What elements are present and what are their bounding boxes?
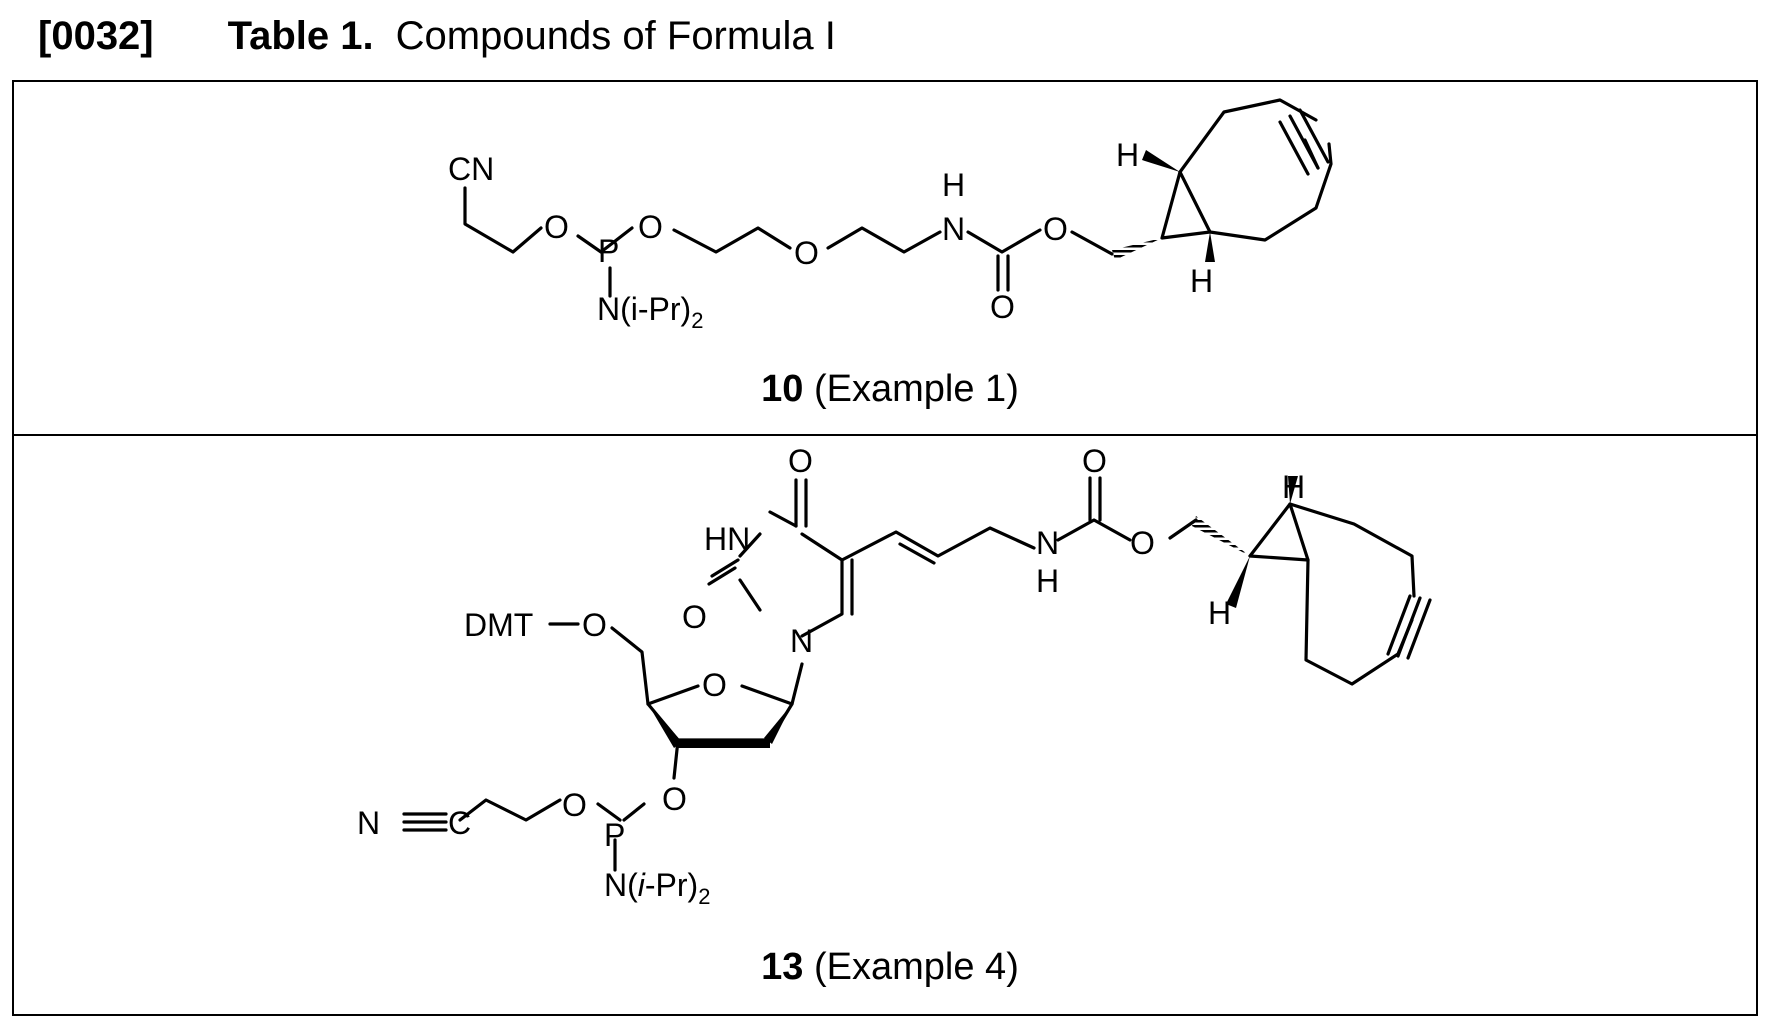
wedge-bond (1142, 150, 1180, 172)
wedge-bond (764, 704, 792, 744)
compound-reference: (Example 1) (814, 368, 1019, 410)
atom-o: O (638, 209, 663, 245)
atom-h: H (1116, 137, 1139, 173)
atom-o: O (544, 209, 569, 245)
compound-13-structure (404, 478, 1430, 870)
atom-o: O (702, 667, 727, 703)
atom-cn: CN (448, 151, 494, 187)
atom-o: O (788, 443, 813, 479)
amine-suffix: -Pr) (645, 867, 698, 903)
compound-10-labels: CN O P O N(i-Pr)2 O H N O O H H (448, 137, 1213, 333)
amine-prefix: N(i-Pr) (597, 291, 691, 327)
atom-o: O (794, 235, 819, 271)
atom-n: N (1036, 525, 1059, 561)
atom-nitrile-n: N (357, 805, 380, 841)
compound-number: 13 (761, 946, 803, 988)
atom-hn: HN (704, 521, 750, 557)
amine-subscript: 2 (691, 308, 703, 333)
atom-h: H (1282, 469, 1305, 505)
atom-o: O (1130, 525, 1155, 561)
compound-reference: (Example 4) (814, 946, 1019, 988)
atom-o: O (990, 289, 1015, 325)
atom-o: O (582, 607, 607, 643)
compound-13-caption: 13 (Example 4) (0, 946, 1780, 989)
atom-p: P (604, 817, 625, 853)
amine-group: N(i-Pr)2 (604, 867, 710, 909)
hashed-bond (1112, 238, 1162, 260)
atom-n: N (942, 211, 965, 247)
atom-h: H (1036, 563, 1059, 599)
atom-p: P (598, 233, 619, 269)
atom-h: H (1190, 263, 1213, 299)
atom-h: H (1208, 595, 1231, 631)
atom-o: O (682, 599, 707, 635)
amine-group: N(i-Pr)2 (597, 291, 703, 333)
atom-o: O (1082, 443, 1107, 479)
atom-o: O (562, 787, 587, 823)
bold-bond (678, 740, 770, 748)
amine-prefix: N( (604, 867, 638, 903)
wedge-bond (648, 704, 682, 748)
amine-subscript: 2 (698, 884, 710, 909)
hashed-bond (1192, 516, 1250, 556)
atom-o: O (1043, 211, 1068, 247)
atom-nitrile-c: C (448, 805, 471, 841)
atom-h: H (942, 167, 965, 203)
compound-10-caption: 10 (Example 1) (0, 368, 1780, 411)
atom-n: N (790, 623, 813, 659)
atom-o: O (662, 781, 687, 817)
compound-number: 10 (761, 368, 803, 410)
ch2-bond (1072, 232, 1112, 254)
compound-13-labels: DMT O O N O HN O N H O O H H O O P N C N… (357, 443, 1305, 909)
atom-dmt: DMT (464, 607, 533, 643)
wedge-bond (1205, 232, 1215, 262)
